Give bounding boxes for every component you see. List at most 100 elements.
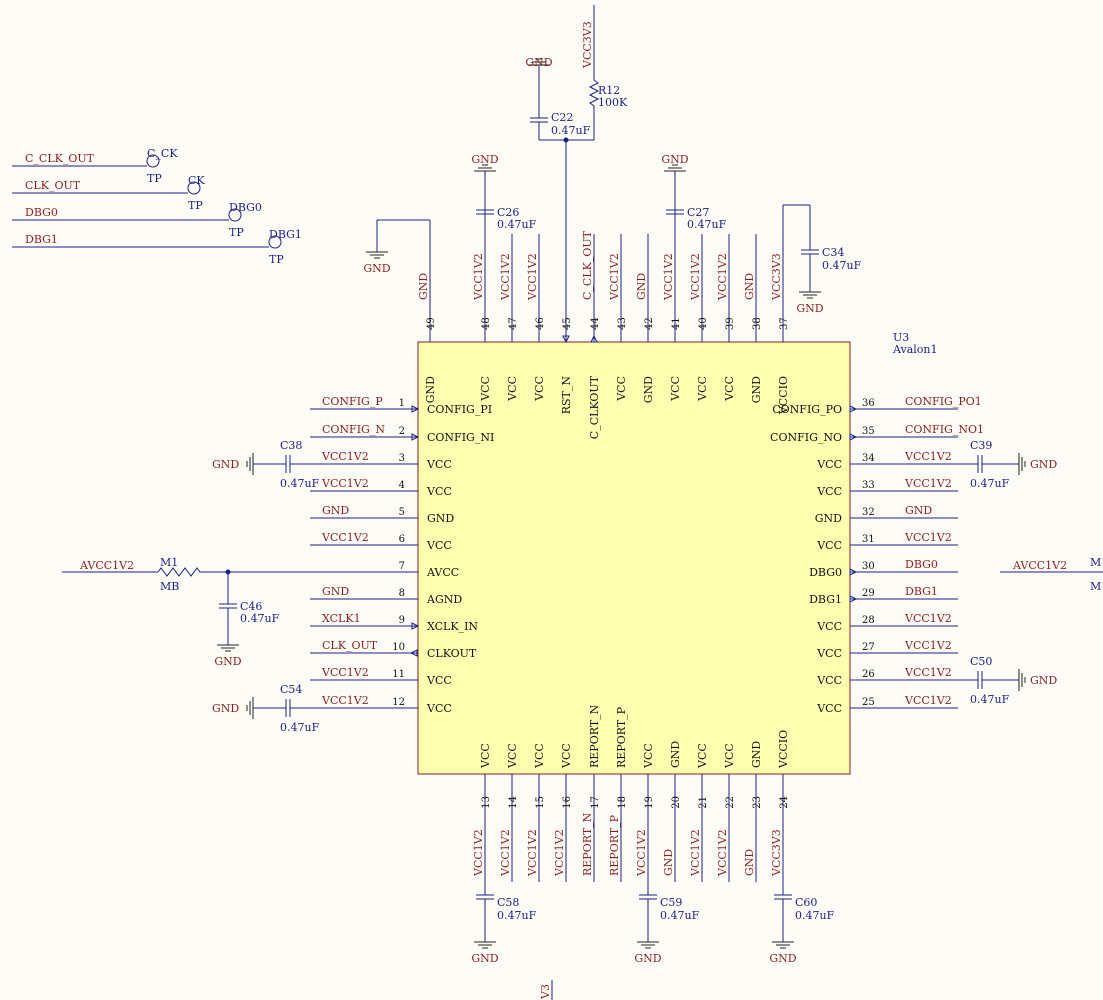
tp-ref: CK xyxy=(188,174,205,187)
pin-number: 25 xyxy=(862,697,875,708)
pin-name: GND xyxy=(427,512,454,525)
cap-value: 0.47uF xyxy=(280,721,320,734)
pin-name: VCC xyxy=(816,647,842,660)
net-label: GND xyxy=(322,504,349,517)
net-label: VCC3V3 xyxy=(770,829,783,877)
pin-name: GND xyxy=(750,376,763,403)
net-label: GND xyxy=(1030,458,1057,471)
pin-number: 45 xyxy=(562,317,573,330)
pin-name: VCCIO xyxy=(777,730,790,769)
net-label: GND xyxy=(769,952,796,965)
cap-value: 0.47uF xyxy=(687,218,727,231)
pin-name: AGND xyxy=(426,593,462,606)
net-label: VCC1V2 xyxy=(904,639,952,652)
cap-value: 0.47uF xyxy=(551,124,591,137)
net-label: GND xyxy=(1030,674,1057,687)
cap-value: 0.47uF xyxy=(970,693,1010,706)
tp-type: TP xyxy=(147,172,162,185)
pin-name: VCC xyxy=(533,743,546,769)
test-point-icon[interactable] xyxy=(187,181,201,195)
net-label: VCC1V2 xyxy=(716,253,729,301)
net-label: VCC1V2 xyxy=(689,253,702,301)
pin-number: 22 xyxy=(725,796,736,809)
net-label: VCC1V2 xyxy=(553,829,566,877)
pin-number: 33 xyxy=(862,480,875,491)
cap-ref: C46 xyxy=(240,600,262,613)
net-label: CONFIG_PO1 xyxy=(905,395,982,408)
pin-name: REPORT_P xyxy=(615,706,628,768)
cap-ref: C54 xyxy=(280,683,302,696)
pin-number: 13 xyxy=(481,796,492,809)
pin-number: 32 xyxy=(862,507,875,518)
test-point-icon[interactable] xyxy=(146,154,160,168)
net-label: VCC1V2 xyxy=(662,253,675,301)
pin-name: XCLK_IN xyxy=(427,620,478,633)
net-label: VCC1V2 xyxy=(321,694,369,707)
pin-name: VCC xyxy=(426,674,452,687)
pin-name: CONFIG_PI xyxy=(427,403,492,416)
pin-number: 48 xyxy=(481,317,492,330)
pin-number: 27 xyxy=(862,642,875,653)
net-label: VCC1V2 xyxy=(472,253,485,301)
net-label: GND xyxy=(212,458,239,471)
pin-name: VCC xyxy=(506,376,519,402)
pin-name: GND xyxy=(750,741,763,768)
net-label: VCC1V2 xyxy=(321,477,369,490)
cap-ref: C50 xyxy=(970,655,992,668)
pin-name: VCC xyxy=(816,458,842,471)
pin-number: 16 xyxy=(562,796,573,809)
net-label: VCC1V2 xyxy=(904,694,952,707)
net-label: AVCC1V2 xyxy=(79,559,134,572)
cap-value: 0.47uF xyxy=(497,218,537,231)
net-label: VCC1V2 xyxy=(904,531,952,544)
pin-number: 20 xyxy=(671,796,682,809)
net-label: V3 xyxy=(539,984,552,1000)
cap-value: 0.47uF xyxy=(660,909,700,922)
pin-name: VCC xyxy=(426,702,452,715)
pin-name: VCC xyxy=(696,376,709,402)
pin-name: VCC xyxy=(506,743,519,769)
pin-number: 3 xyxy=(399,453,405,464)
pin-number: 43 xyxy=(617,317,628,330)
cap-ref: C39 xyxy=(970,439,992,452)
net-label: DBG0 xyxy=(25,206,58,219)
net-label: C_CLK_OUT xyxy=(581,230,594,300)
inductor-ref: M1 xyxy=(160,556,178,569)
cap-ref: C58 xyxy=(497,896,519,909)
net-label: VCC1V2 xyxy=(472,829,485,877)
net-label: GND xyxy=(905,504,932,517)
pin-number: 41 xyxy=(671,317,682,330)
pin-name: VCC xyxy=(426,458,452,471)
net-label: REPORT_P xyxy=(608,814,621,876)
resistor-icon xyxy=(588,79,600,140)
pin-arrow-icon xyxy=(562,335,570,344)
net-label: AVCC1V2 xyxy=(1012,559,1067,572)
net-label: GND xyxy=(212,702,239,715)
net-label: VCC1V2 xyxy=(526,253,539,301)
net-label: GND xyxy=(661,153,688,166)
chip-body[interactable] xyxy=(417,341,851,775)
pin-number: 44 xyxy=(590,317,601,330)
pin-number: 47 xyxy=(508,317,519,330)
pin-name: DBG1 xyxy=(809,593,842,606)
net-label: VCC3V3 xyxy=(770,253,783,301)
test-point-icon[interactable] xyxy=(228,208,242,222)
pin-name: VCC xyxy=(816,485,842,498)
pin-name: C_CLKOUT xyxy=(588,375,601,439)
pin-number: 34 xyxy=(862,453,875,464)
pin-name: GND xyxy=(815,512,842,525)
pin-name: CONFIG_PO xyxy=(772,403,842,416)
net-label: VCC1V2 xyxy=(321,531,369,544)
pin-name: VCC xyxy=(723,743,736,769)
pin-name: VCC xyxy=(533,376,546,402)
test-point-icon[interactable] xyxy=(268,235,282,249)
pin-name: VCC xyxy=(816,620,842,633)
pin-number: 9 xyxy=(399,615,405,626)
net-label: GND xyxy=(471,153,498,166)
pin-number: 11 xyxy=(392,669,405,680)
resistor-value: 100K xyxy=(598,96,628,109)
net-label: GND xyxy=(743,273,756,300)
net-label: REPORT_N xyxy=(581,812,594,876)
net-label: VCC3V3 xyxy=(581,21,594,69)
net-label: GND xyxy=(417,273,430,300)
